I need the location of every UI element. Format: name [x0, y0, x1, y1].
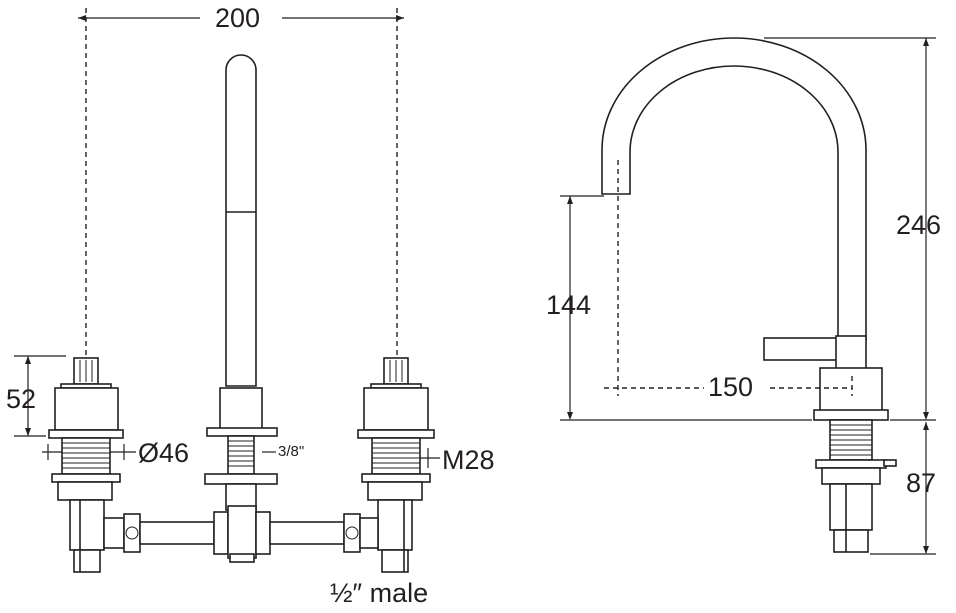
dimension-200 — [78, 8, 404, 355]
dimension-diameter — [42, 444, 136, 460]
dimension-246 — [764, 37, 936, 421]
side-view — [560, 37, 936, 555]
dimension-52 — [14, 355, 66, 437]
label-shank-87: 87 — [906, 468, 937, 498]
front-view — [14, 8, 440, 573]
label-outlet-height-144: 144 — [546, 290, 592, 320]
dimension-m28 — [420, 448, 440, 468]
label-inlet-half-inch-male: ½″ male — [330, 578, 429, 608]
label-spout-thread: 3/8" — [278, 443, 305, 460]
dimension-144 — [560, 195, 812, 421]
label-reach-150: 150 — [708, 372, 754, 402]
label-valve-thread-m28: M28 — [442, 445, 495, 475]
mixer-body — [819, 367, 883, 413]
label-diameter-46: Ø46 — [138, 438, 190, 468]
left-valve — [48, 357, 124, 573]
label-spout-height-246: 246 — [896, 210, 942, 240]
label-handle-height-52: 52 — [6, 384, 37, 414]
label-width-200: 200 — [215, 3, 261, 33]
dimension-87 — [870, 422, 936, 555]
pipework — [103, 505, 379, 563]
centre-spout — [204, 54, 278, 511]
swan-neck-spout — [601, 37, 867, 341]
right-valve — [357, 357, 435, 573]
